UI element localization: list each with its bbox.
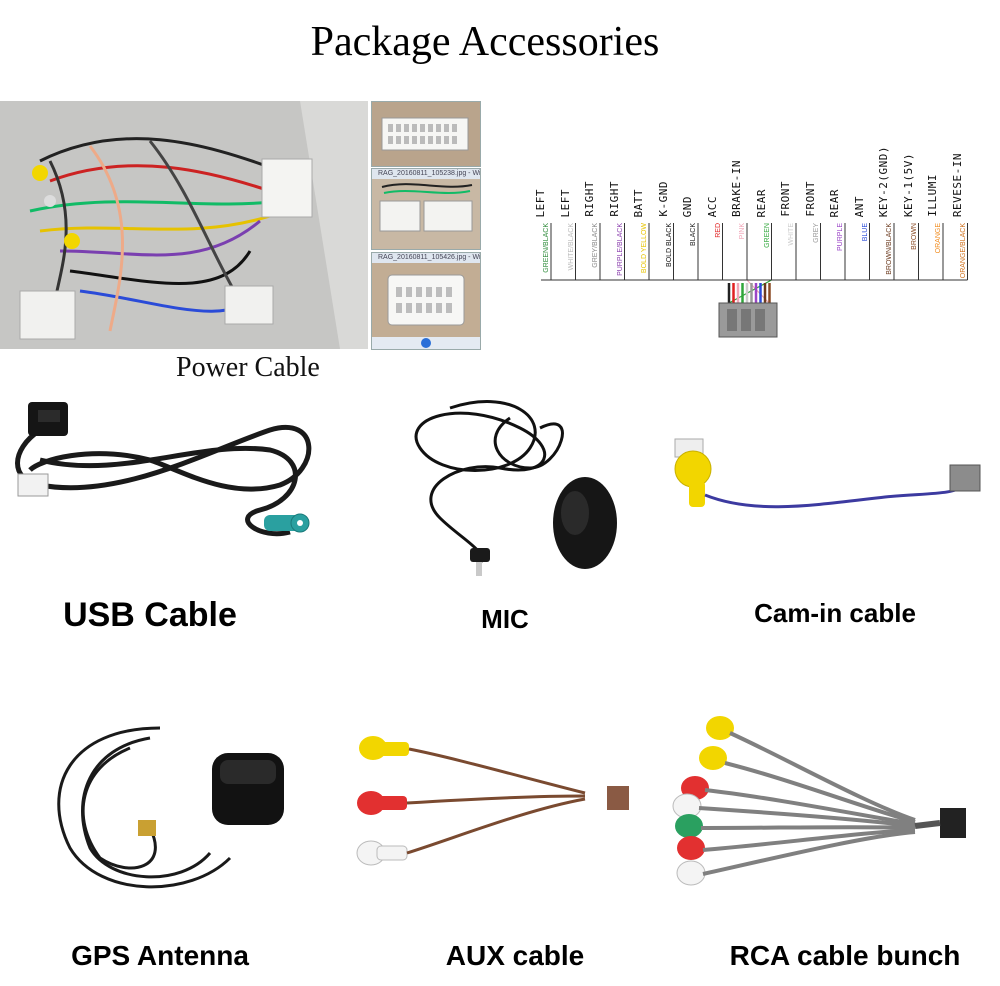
mic-photo <box>414 400 617 576</box>
wire-function-label: BATT <box>632 188 645 218</box>
gps-antenna-caption: GPS Antenna <box>71 940 249 971</box>
connector-screenshot-3: RAG_20160811_105426.jpg - Windows 照片查看器 <box>371 252 481 350</box>
cam-in-cable-caption: Cam-in cable <box>754 598 916 628</box>
power-cable-caption: Power Cable <box>176 352 320 383</box>
connector-screenshot-1 <box>371 101 481 167</box>
aux-cable-photo <box>356 736 629 866</box>
wire-function-label: ILLUMI <box>926 174 939 217</box>
wire-color-label: WHITE/BLACK <box>567 223 575 271</box>
wire-color-label: RED <box>714 223 722 238</box>
wire-color-label: GREY/BLACK <box>592 223 599 268</box>
wire-function-label: KEY-1(5V) <box>901 152 915 217</box>
gps-antenna-photo <box>57 726 284 889</box>
page-title: Package Accessories <box>310 19 660 65</box>
wire-color-label: WHITE <box>788 223 795 246</box>
wire-color-label: GREEN/BLACK <box>543 223 550 273</box>
wire-color-label: ORANGE/BLACK <box>959 223 967 279</box>
wire-function-label: FRONT <box>779 181 792 217</box>
wire-function-label: K-GND <box>656 181 670 217</box>
wire-function-label: LEFT <box>558 188 572 218</box>
power-cable-photo <box>0 101 368 349</box>
aux-cable-caption: AUX cable <box>445 940 585 971</box>
connector-photo-1 <box>372 102 480 166</box>
wire-function-label: REAR <box>828 188 841 218</box>
wire-function-label: RIGHT <box>607 181 621 217</box>
wire-color-label: BLACK <box>690 223 697 246</box>
wire-color-label: BROWN/BLACK <box>886 223 893 275</box>
wire-function-label: FRONT <box>803 181 817 217</box>
wire-function-label: REVESE-IN <box>950 152 964 217</box>
connector-screenshot-2: RAG_20160811_105238.jpg - Windows 照片查看器 <box>371 168 481 250</box>
wire-color-label: PURPLE/BLACK <box>616 223 624 276</box>
mic-caption: MIC <box>481 604 529 634</box>
cam-in-cable-photo <box>674 438 981 509</box>
wire-color-label: BLUE <box>861 223 869 242</box>
connector-photo-2 <box>372 179 480 249</box>
wire-color-label: GREEN <box>763 223 771 248</box>
wire-function-label: REAR <box>754 188 768 218</box>
wire-color-label: BROWN <box>910 223 918 250</box>
wiring-lines <box>541 223 968 338</box>
wire-color-label: PINK <box>739 223 746 240</box>
wire-function-label: RIGHT <box>583 181 596 217</box>
rca-cable-bunch-caption: RCA cable bunch <box>729 940 961 971</box>
usb-cable-caption: USB Cable <box>63 596 237 634</box>
connector-photo-3 <box>372 263 480 349</box>
power-cable-drawing <box>0 101 368 349</box>
wire-function-label: KEY-2(GND) <box>877 145 890 217</box>
wire-function-label: GND <box>681 195 694 217</box>
wire-function-label: ACC <box>705 195 719 217</box>
wire-color-label: BOLD BLACK <box>665 223 673 267</box>
rca-cable-bunch-photo <box>672 716 966 886</box>
wire-function-label: LEFT <box>534 188 547 218</box>
plug-wire-bundle <box>727 283 771 303</box>
usb-cable-photo <box>15 402 312 537</box>
wire-color-label: ORANGE <box>935 223 942 254</box>
wire-color-label: GREY <box>812 223 820 243</box>
wire-function-label: BRAKE-IN <box>730 160 743 217</box>
wire-function-label: ANT <box>852 195 866 217</box>
wire-color-label: PURPLE <box>837 223 844 252</box>
wiring-diagram: LEFT GREEN/BLACK LEFT WHITE/BLACK RIGHT GREY/… <box>525 135 985 350</box>
wire-color-label: BOLD YELLOW <box>641 223 648 274</box>
